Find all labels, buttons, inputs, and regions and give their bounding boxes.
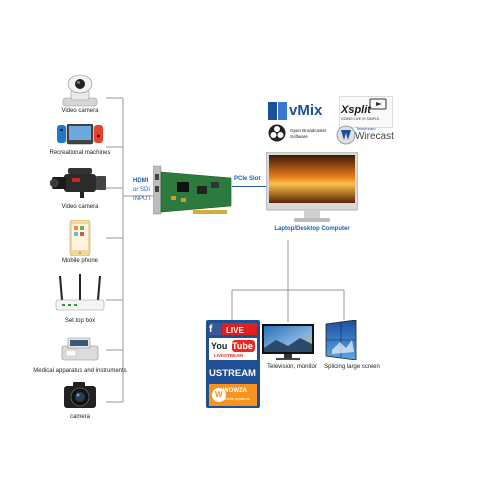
- vmix-logo: [268, 100, 332, 122]
- obs-text-line2: Software: [290, 134, 308, 139]
- camcorder-icon: [49, 166, 108, 200]
- input-label-sdi: or SDI: [133, 187, 151, 193]
- obs-text-line1: Open Broadcaster: [290, 128, 327, 133]
- wowza-w-icon: W: [215, 390, 223, 399]
- source-label: camera: [69, 414, 90, 420]
- xsplit-tagline: GOING LIVE IS SIMPLE.: [341, 117, 381, 121]
- xsplit-text: Xsplit: [341, 104, 371, 116]
- youtube-tube: Tube: [232, 341, 253, 351]
- video-wall-icon: [324, 319, 358, 361]
- game-console-icon: [57, 123, 103, 148]
- xsplit-logo: [339, 96, 393, 128]
- wowza-label: WOWZA: [223, 388, 247, 394]
- medical-device-icon: [60, 336, 100, 362]
- capture-card-icon: [152, 162, 235, 222]
- input-label-hdmi: HDMI: [133, 178, 149, 184]
- computer-monitor-icon: [265, 151, 359, 224]
- router-icon: [54, 274, 106, 314]
- input-label-input: INPUT: [133, 196, 151, 202]
- wirecast-logo: [336, 124, 390, 146]
- ptz-camera-icon: [57, 72, 103, 108]
- source-label: Mobile phone: [61, 258, 99, 264]
- facebook-f-icon: f: [209, 324, 213, 335]
- wowza-sub: media systems: [223, 396, 250, 401]
- streaming-platforms-panel: [206, 320, 260, 408]
- telestream-text: Telestream: [356, 126, 376, 131]
- source-label: Recreational machines: [49, 150, 111, 156]
- source-label: Medical apparatus and instruments: [33, 368, 127, 374]
- splice-label: Splicing large screen: [324, 364, 380, 370]
- facebook-live-label: LIVE: [226, 326, 244, 335]
- slot-label: PCIe Slot: [234, 176, 261, 182]
- youtube-livestream: LIVESTREAM: [214, 353, 244, 358]
- youtube-you: You: [211, 341, 228, 351]
- vmix-text: vMix: [289, 102, 323, 119]
- slot-arrow: [232, 186, 266, 187]
- tv-monitor-icon: [262, 322, 314, 362]
- tv-label: Television, monitor: [267, 364, 317, 370]
- obs-logo: [268, 124, 286, 142]
- mobile-phone-icon: [69, 219, 91, 257]
- source-label: Set top box: [64, 318, 96, 324]
- computer-label: Laptop/Desktop Computer: [274, 226, 350, 232]
- source-label: Video camera: [61, 108, 99, 114]
- wirecast-text: Wirecast: [355, 131, 394, 142]
- ustream-label: USTREAM: [209, 368, 256, 379]
- dslr-camera-icon: [63, 380, 97, 410]
- source-label: Video camera: [61, 204, 99, 210]
